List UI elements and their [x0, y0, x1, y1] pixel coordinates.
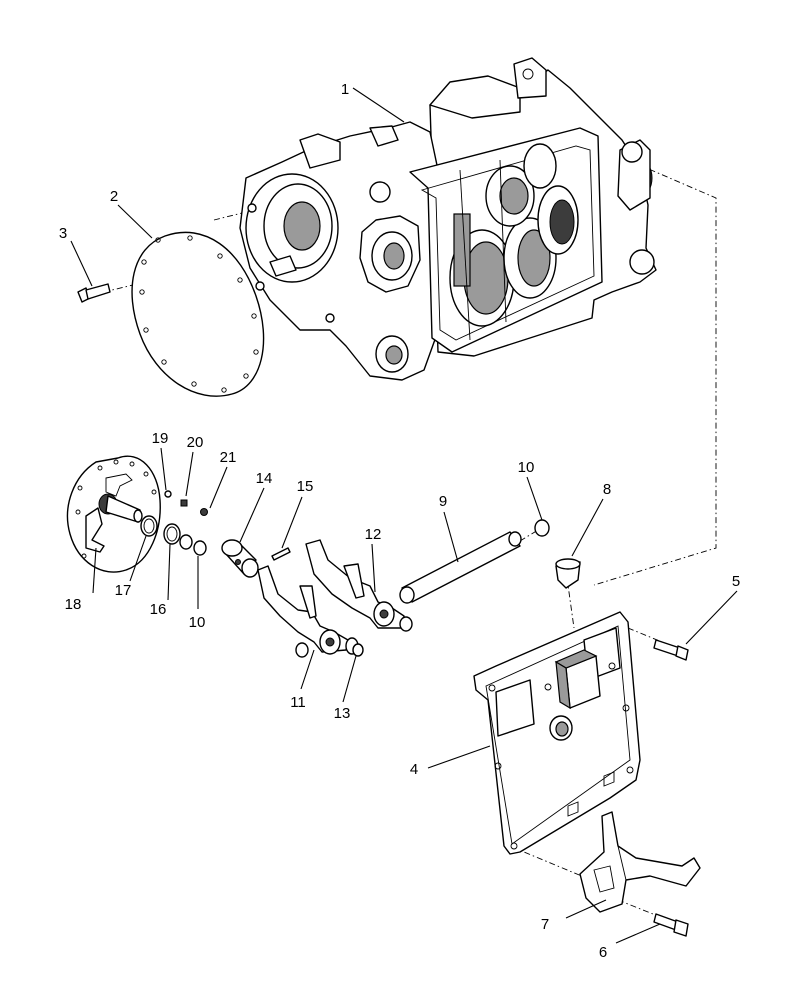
callout-2: 2	[110, 188, 118, 205]
part-13-detent-pin	[352, 643, 364, 657]
callout-19: 19	[152, 430, 169, 447]
part-17-ring	[140, 515, 158, 537]
callout-6: 6	[599, 944, 607, 961]
callout-21: 21	[220, 449, 237, 466]
part-7-bracket	[579, 811, 701, 913]
callout-12: 12	[365, 526, 382, 543]
part-8-plug	[555, 558, 581, 589]
leader-lines	[70, 87, 738, 944]
callout-18: 18	[65, 596, 82, 613]
callout-10-right: 10	[518, 459, 535, 476]
callout-17: 17	[115, 582, 132, 599]
callout-11: 11	[290, 694, 306, 711]
part-19-ball	[164, 490, 172, 498]
callout-20: 20	[187, 434, 204, 451]
part-1-transmission-housing	[239, 57, 657, 381]
part-12-shift-fork	[305, 539, 413, 632]
part-5-bolt	[653, 639, 689, 661]
internal-gears	[449, 143, 579, 341]
part-14-coupler	[221, 539, 259, 578]
callout-14: 14	[256, 470, 273, 487]
part-4-cover-plate	[473, 611, 641, 855]
part-18-selector-plate	[66, 455, 161, 573]
callout-8: 8	[603, 481, 611, 498]
callout-5: 5	[732, 573, 740, 590]
part-20-spring	[180, 499, 188, 507]
part-6-bolt	[653, 913, 689, 937]
part-10-snap-ring-right	[534, 519, 550, 537]
callout-labels: 1 2 3 4 5 6 7 8 9 10 10 11 12 13 14 15 1…	[59, 81, 740, 961]
part-3-bolt	[77, 283, 111, 303]
callout-15: 15	[297, 478, 314, 495]
part-21-pin	[200, 508, 208, 516]
callout-10-left: 10	[189, 614, 206, 631]
part-10-snap-ring-left	[179, 534, 207, 556]
callout-9: 9	[439, 493, 447, 510]
callout-16: 16	[150, 601, 167, 618]
callout-3: 3	[59, 225, 67, 242]
callout-1: 1	[341, 81, 349, 98]
callout-13: 13	[334, 705, 351, 722]
part-11-shift-fork	[257, 565, 359, 655]
part-9-shift-rail	[399, 531, 522, 604]
callout-4: 4	[410, 761, 418, 778]
part-2-gasket	[131, 231, 265, 397]
part-15-roll-pin	[271, 547, 291, 561]
callout-7: 7	[541, 916, 549, 933]
part-16-washer	[163, 523, 181, 545]
part-10-snap-ring-center	[295, 642, 309, 658]
